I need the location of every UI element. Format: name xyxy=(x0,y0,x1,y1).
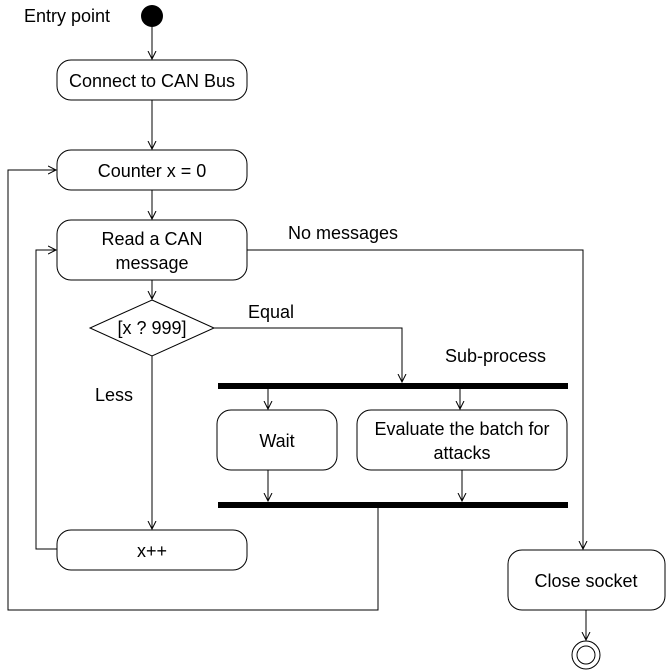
increment-label: x++ xyxy=(137,541,167,561)
initial-node xyxy=(141,5,163,27)
edge-decision-to-fork xyxy=(214,327,402,382)
connect-node: Connect to CAN Bus xyxy=(56,59,248,101)
equal-label: Equal xyxy=(248,302,294,322)
join-bar xyxy=(218,502,568,508)
decision-node: [x ? 999] xyxy=(88,299,216,357)
counter-node: Counter x = 0 xyxy=(56,149,248,191)
read-label-line1: Read a CAN xyxy=(101,229,202,249)
edge-read-to-close xyxy=(247,249,583,549)
close-socket-node: Close socket xyxy=(507,549,666,611)
evaluate-label-line1: Evaluate the batch for xyxy=(374,419,549,439)
final-node xyxy=(571,640,601,670)
decision-label: [x ? 999] xyxy=(117,318,186,338)
evaluate-node: Evaluate the batch for attacks xyxy=(356,409,568,471)
increment-node: x++ xyxy=(56,529,248,571)
wait-node: Wait xyxy=(216,409,338,471)
no-messages-label: No messages xyxy=(288,223,398,243)
read-label-line2: message xyxy=(115,253,188,273)
entry-point-label: Entry point xyxy=(24,6,110,26)
less-label: Less xyxy=(95,385,133,405)
counter-label: Counter x = 0 xyxy=(98,161,207,181)
wait-label: Wait xyxy=(259,431,294,451)
read-message-node: Read a CAN message xyxy=(56,219,248,281)
fork-bar xyxy=(218,383,568,389)
subprocess-label: Sub-process xyxy=(445,346,546,366)
edge-join-to-counter xyxy=(7,170,379,611)
edge-increment-to-read xyxy=(35,250,57,550)
evaluate-label-line2: attacks xyxy=(433,443,490,463)
connect-label: Connect to CAN Bus xyxy=(69,71,235,91)
close-socket-label: Close socket xyxy=(534,571,637,591)
